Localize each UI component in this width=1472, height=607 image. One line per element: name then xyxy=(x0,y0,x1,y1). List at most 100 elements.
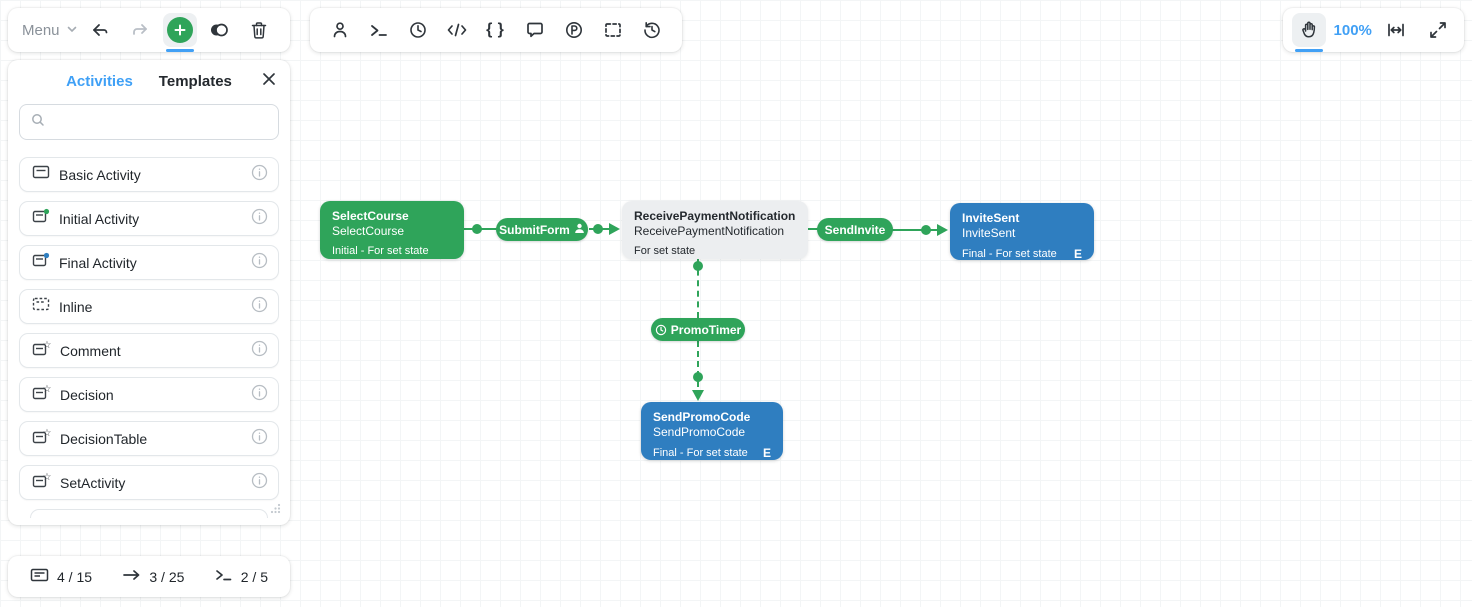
node-receive-payment-notification[interactable]: ReceivePaymentNotification ReceivePaymen… xyxy=(622,201,808,259)
info-icon[interactable] xyxy=(251,208,268,230)
activity-item-set-activity[interactable]: ☆ SetActivity xyxy=(19,465,279,500)
workflow-canvas[interactable]: SelectCourse SelectCourse Initial - For … xyxy=(300,60,1472,607)
activity-search[interactable] xyxy=(19,104,279,140)
node-title: SendPromoCode xyxy=(653,410,751,424)
fit-width-button[interactable] xyxy=(1379,13,1413,47)
properties-tool-button[interactable] xyxy=(557,13,591,47)
activity-item-label: Basic Activity xyxy=(59,166,141,183)
edge-label-promo-timer[interactable]: PromoTimer xyxy=(651,318,745,341)
activity-item-decision[interactable]: ☆ Decision xyxy=(19,377,279,412)
activity-item-basic-activity[interactable]: Basic Activity xyxy=(19,157,279,192)
node-send-promo-code[interactable]: SendPromoCode SendPromoCode Final - For … xyxy=(641,402,783,460)
history-icon xyxy=(642,20,662,40)
redo-icon xyxy=(130,20,150,40)
final-activity-icon xyxy=(32,252,50,273)
tab-activities[interactable]: Activities xyxy=(66,73,133,90)
timer-tool-button[interactable] xyxy=(401,13,435,47)
panel-resize-grip[interactable] xyxy=(270,501,281,519)
close-panel-button[interactable] xyxy=(262,72,276,91)
edge-sendinvite-invitesent xyxy=(892,229,940,231)
fullscreen-button[interactable] xyxy=(1421,13,1455,47)
code-tool-button[interactable] xyxy=(440,13,474,47)
node-title: SelectCourse xyxy=(332,209,409,223)
pan-tool-button[interactable] xyxy=(1292,13,1326,52)
set-activity-icon: ☆ xyxy=(32,472,52,494)
info-icon[interactable] xyxy=(251,472,268,494)
undo-icon xyxy=(90,20,110,40)
activity-item-label: Final Activity xyxy=(59,254,137,271)
inline-icon xyxy=(32,296,50,317)
activity-item-initial-activity[interactable]: Initial Activity xyxy=(19,201,279,236)
activity-item-inline[interactable]: Inline xyxy=(19,289,279,324)
add-activity-button[interactable] xyxy=(162,13,197,52)
svg-text:☆: ☆ xyxy=(43,428,52,439)
node-invite-sent[interactable]: InviteSent InviteSent Final - For set st… xyxy=(950,203,1094,261)
activities-panel: Activities Templates Basic Activity Init… xyxy=(8,60,290,525)
info-icon[interactable] xyxy=(251,252,268,274)
triggers-count-value: 2 / 5 xyxy=(240,568,268,585)
history-tool-button[interactable] xyxy=(635,13,669,47)
activity-list: Basic Activity Initial Activity Final Ac… xyxy=(8,140,290,518)
activity-item-label: Comment xyxy=(60,342,121,359)
node-select-course[interactable]: SelectCourse SelectCourse Initial - For … xyxy=(320,201,464,259)
activity-item-label: DecisionTable xyxy=(60,430,148,447)
node-status: Final - For set state xyxy=(962,248,1057,260)
activity-tools-toolbar: { } xyxy=(310,8,682,52)
tab-templates[interactable]: Templates xyxy=(158,73,232,90)
node-status: For set state xyxy=(634,245,696,257)
select-region-tool-button[interactable] xyxy=(596,13,630,47)
main-toolbar: Menu xyxy=(8,8,290,52)
hand-icon xyxy=(1299,20,1319,40)
search-input[interactable] xyxy=(52,114,268,130)
node-title: InviteSent xyxy=(962,211,1020,225)
activities-count: 4 / 15 xyxy=(30,567,92,586)
comment-tool-button[interactable] xyxy=(518,13,552,47)
redo-button[interactable] xyxy=(123,13,157,47)
svg-text:☆: ☆ xyxy=(43,384,52,395)
edge-label-send-invite[interactable]: SendInvite xyxy=(817,218,893,241)
edge-arrow xyxy=(609,223,620,235)
actor-tool-button[interactable] xyxy=(323,13,357,47)
edge-arrow xyxy=(937,224,948,236)
info-icon[interactable] xyxy=(251,340,268,362)
info-icon[interactable] xyxy=(251,384,268,406)
variables-tool-button[interactable]: { } xyxy=(479,13,513,47)
activities-count-icon xyxy=(30,567,49,586)
delete-button[interactable] xyxy=(242,13,276,47)
node-subtitle: SendPromoCode xyxy=(653,425,746,439)
info-icon[interactable] xyxy=(251,428,268,450)
svg-text:☆: ☆ xyxy=(43,340,52,351)
undo-button[interactable] xyxy=(83,13,117,47)
terminal-icon xyxy=(215,567,233,586)
activity-item-partial xyxy=(30,509,268,518)
activity-item-comment[interactable]: ☆ Comment xyxy=(19,333,279,368)
initial-activity-icon xyxy=(32,208,50,229)
edge-receivepayment-sendinvite xyxy=(808,228,818,230)
menu-button[interactable]: Menu xyxy=(22,22,78,39)
terminal-icon-button[interactable] xyxy=(362,13,396,47)
activity-item-final-activity[interactable]: Final Activity xyxy=(19,245,279,280)
activity-item-label: Initial Activity xyxy=(59,210,140,227)
toggle-theme-button[interactable] xyxy=(202,13,236,47)
activities-count-value: 4 / 15 xyxy=(57,568,93,585)
activity-item-decision-table[interactable]: ☆ DecisionTable xyxy=(19,421,279,456)
edge-dot xyxy=(472,224,482,234)
edge-arrow xyxy=(692,390,704,401)
decision-table-activity-icon: ☆ xyxy=(32,428,52,450)
edge-label-submit-form[interactable]: SubmitForm xyxy=(496,218,588,241)
connections-count-value: 3 / 25 xyxy=(149,568,185,585)
edge-promotimer-sendpromocode xyxy=(697,341,699,397)
plus-circle-icon xyxy=(166,17,193,43)
node-event-badge: E xyxy=(762,446,771,460)
trash-icon xyxy=(250,21,268,40)
clock-icon xyxy=(408,20,428,40)
zoom-level[interactable]: 100% xyxy=(1333,21,1372,39)
panel-tabs: Activities Templates xyxy=(8,60,290,90)
info-icon[interactable] xyxy=(251,296,268,318)
terminal-icon xyxy=(369,20,389,40)
code-icon xyxy=(446,20,468,40)
menu-label: Menu xyxy=(22,21,60,39)
node-event-badge: E xyxy=(1073,247,1082,261)
info-icon[interactable] xyxy=(251,164,268,186)
edge-receivepayment-promotimer xyxy=(697,259,699,318)
